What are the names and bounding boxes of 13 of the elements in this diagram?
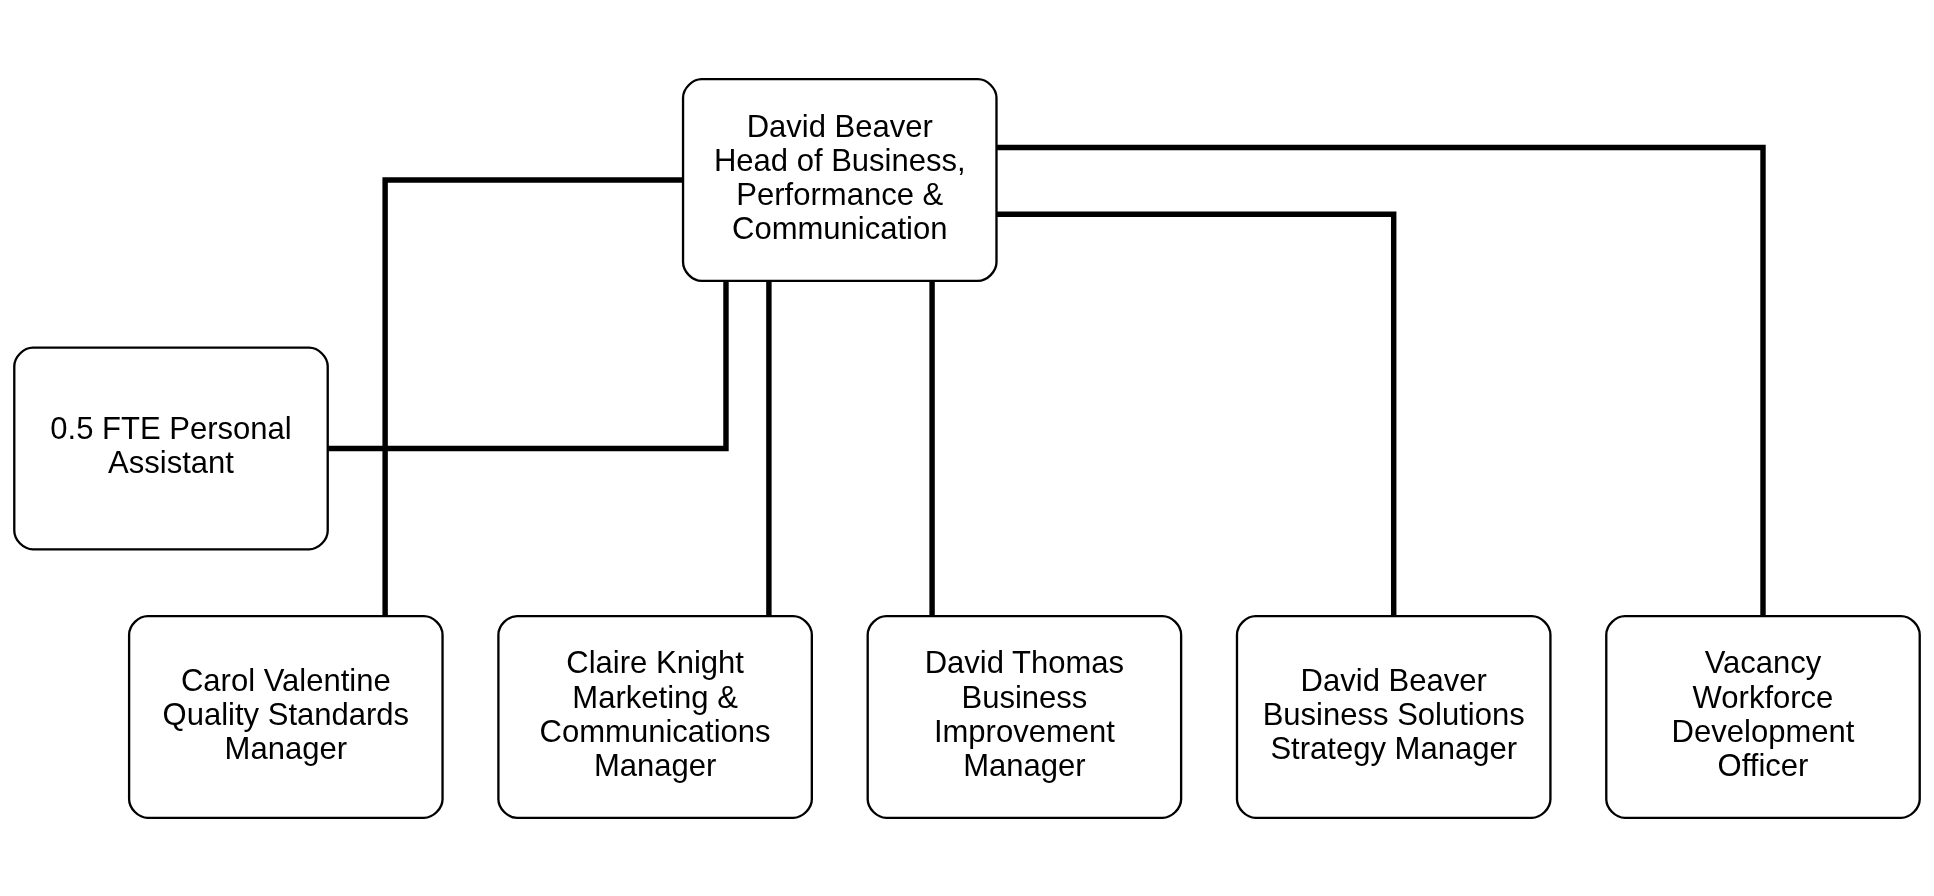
node-box: Claire Knight Marketing & Communications Manager (497, 614, 813, 819)
node-box: Vacancy Workforce Development Officer (1605, 614, 1921, 819)
connector (382, 176, 683, 616)
node-box: David Beaver Business Solutions Strategy Manager (1235, 614, 1552, 819)
node-box: David Beaver Head of Business, Performance & Communication (681, 77, 998, 282)
node-box: 0.5 FTE Personal Assistant (13, 345, 329, 551)
connector (766, 280, 772, 616)
connector (997, 211, 1397, 616)
node-box: Carol Valentine Quality Standards Manager (127, 614, 444, 819)
connector (327, 281, 729, 451)
connector (929, 280, 935, 616)
node-box: David Thomas Business Improvement Manager (866, 614, 1183, 819)
connector (996, 144, 1766, 616)
